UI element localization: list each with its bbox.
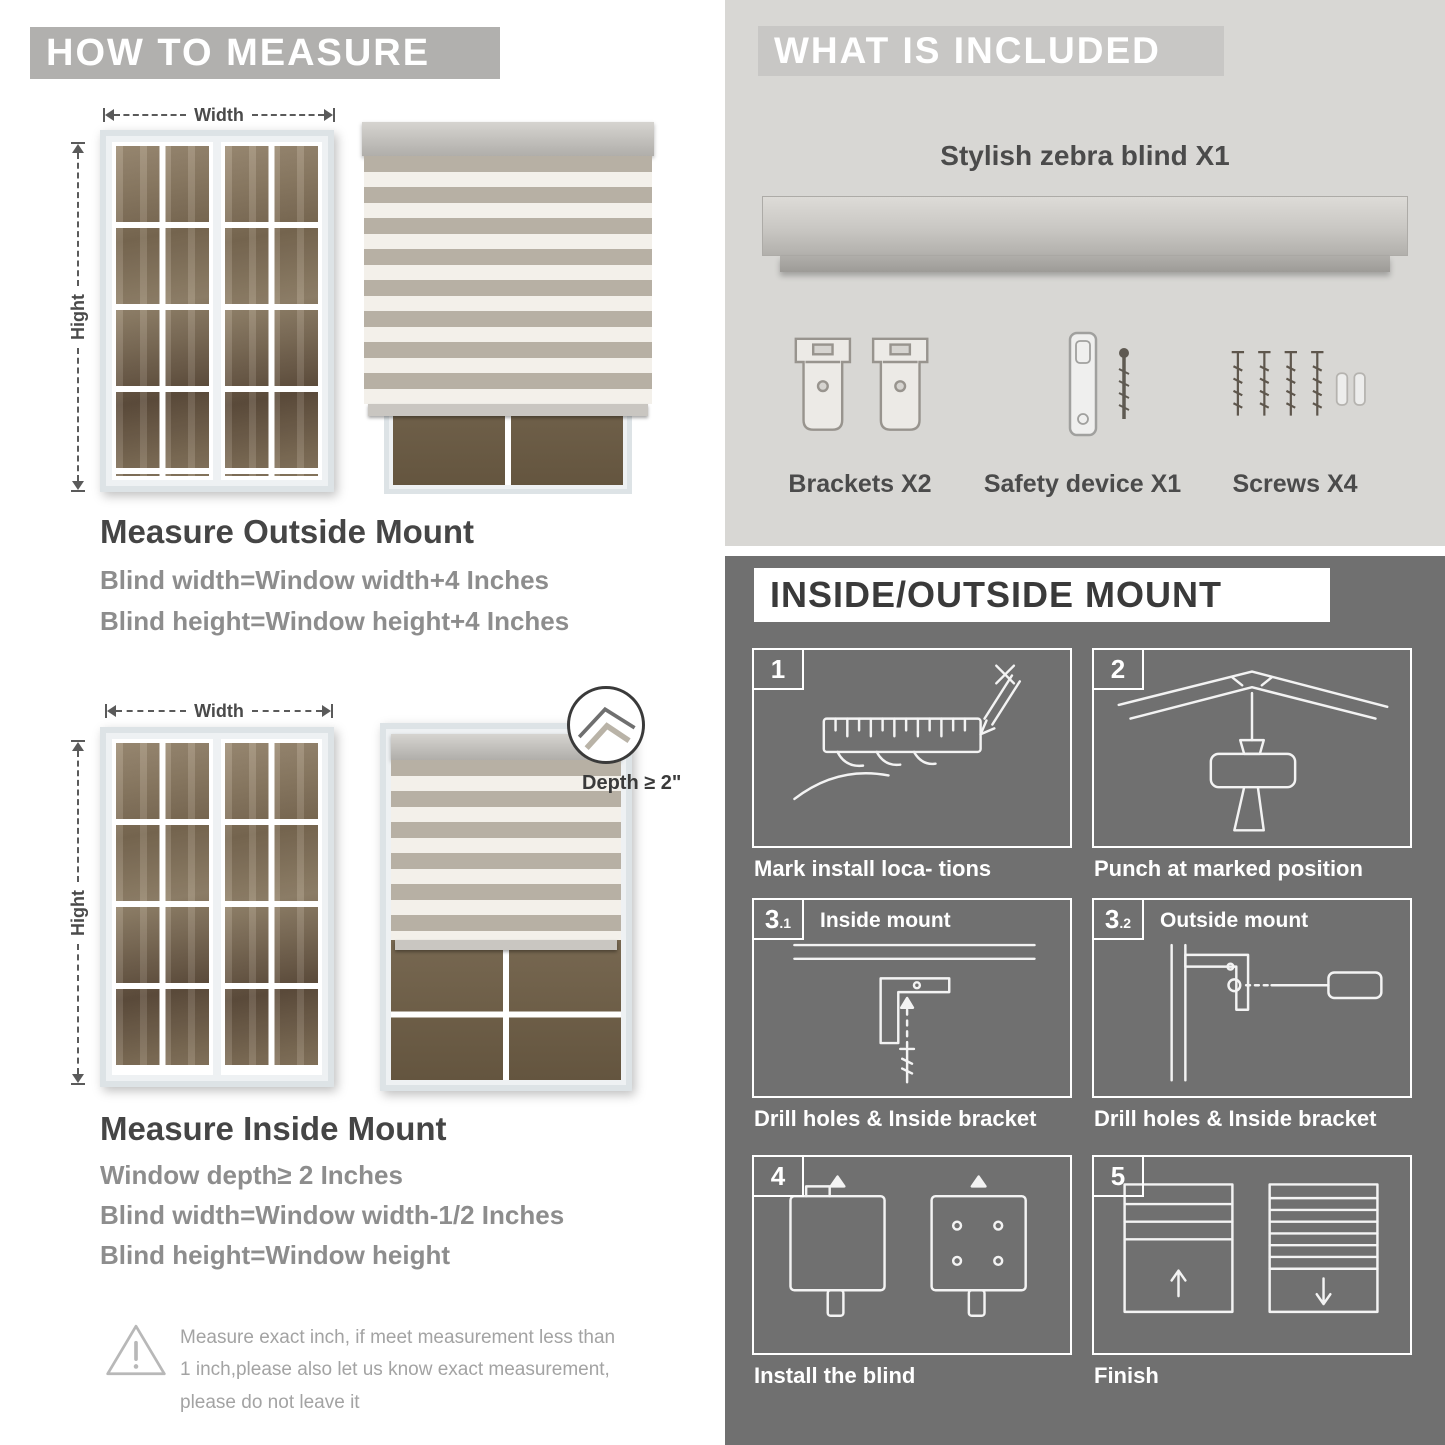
step-3-2-caption: Drill holes & Inside bracket [1094, 1106, 1377, 1131]
headrail-lip [780, 256, 1390, 272]
step-4-illustration [789, 1175, 1027, 1317]
outside-width-arrow: Width [103, 104, 336, 125]
screws-icon [1231, 350, 1366, 416]
step-2-panel: 2 [1092, 648, 1412, 848]
step-4-caption: Install the blind [754, 1363, 916, 1388]
inside-height-arrow: Hight [67, 740, 88, 1086]
inside-height-label: Hight [67, 889, 88, 936]
outside-mount-title: Measure Outside Mount [100, 513, 475, 550]
depth-label: Depth ≥ 2" [582, 772, 682, 794]
safety-device-icon [1068, 331, 1130, 437]
inside-formula-width: Blind width=Window width-1/2 Inches [100, 1200, 565, 1230]
inside-formula-depth: Window depth≥ 2 Inches [100, 1160, 403, 1190]
blind-product-label: Stylish zebra blind X1 [940, 140, 1230, 171]
inside-mount-title: Measure Inside Mount [100, 1110, 447, 1147]
outside-height-label: Hight [67, 294, 88, 340]
inside-blind-illustration [380, 723, 632, 1091]
zebra-stripes [391, 760, 621, 940]
step-5-illustration [1123, 1183, 1379, 1314]
step-1-illustration [793, 664, 1022, 801]
how-to-measure-header: HOW TO MEASURE [30, 27, 500, 79]
step-3-2-title: Outside mount [1160, 909, 1309, 932]
step-number: 1 [754, 650, 804, 690]
what-is-included-header: WHAT IS INCLUDED [758, 26, 1224, 76]
step-3-1-title: Inside mount [820, 909, 951, 932]
depth-callout-circle [567, 686, 645, 764]
brackets-icon [794, 337, 929, 431]
outside-formula-width: Blind width=Window width+4 Inches [100, 565, 549, 595]
step-5-caption: Finish [1094, 1363, 1159, 1388]
mount-header: INSIDE/OUTSIDE MOUNT [754, 568, 1330, 622]
window-sash-left [112, 142, 213, 480]
brackets-label: Brackets X2 [788, 470, 932, 498]
outside-width-label: Width [194, 104, 244, 125]
step-number: 5 [1094, 1157, 1144, 1197]
corner-zoom-icon [577, 706, 636, 750]
step-number: 3.2 [1094, 900, 1144, 940]
step-3-2-panel: 3.2 Outside mount [1092, 898, 1412, 1098]
step-1-caption: Mark install loca- tions [754, 856, 992, 881]
step-1-panel: 1 [752, 648, 1072, 848]
warning-icon [106, 1324, 166, 1376]
included-section [725, 0, 1445, 546]
blind-bottom-rail [368, 404, 648, 416]
inside-width-label: Width [194, 700, 244, 721]
safety-device-label: Safety device X1 [983, 470, 1182, 498]
outside-height-arrow: Hight [67, 142, 88, 493]
mount-section [725, 556, 1445, 1445]
inside-formula-height: Blind height=Window height [100, 1240, 450, 1270]
window-sash-right [221, 739, 322, 1075]
measure-note: Measure exact inch, if meet measurement … [180, 1327, 616, 1413]
step-4-panel: 4 [752, 1155, 1072, 1355]
inside-window-illustration [100, 727, 334, 1087]
blind-bottom-rail [395, 940, 617, 950]
step-3-2-illustration [1170, 943, 1383, 1082]
step-2-caption: Punch at marked position [1094, 856, 1363, 881]
step-number: 4 [754, 1157, 804, 1197]
outside-formula-height: Blind height=Window height+4 Inches [100, 606, 570, 636]
blind-headrail [362, 122, 654, 156]
outside-window-illustration [100, 130, 334, 492]
screws-label: Screws X4 [1232, 470, 1358, 498]
headrail-product-image [762, 196, 1408, 256]
step-2-illustration [1117, 670, 1389, 832]
window-sash-left [112, 739, 213, 1075]
zebra-stripes [364, 156, 652, 404]
inside-width-arrow: Width [105, 700, 334, 721]
step-3-1-caption: Drill holes & Inside bracket [754, 1106, 1037, 1131]
outside-blind-illustration [362, 122, 654, 494]
step-number: 3.1 [754, 900, 804, 940]
step-3-1-panel: 3.1 Inside mount [752, 898, 1072, 1098]
step-number: 2 [1094, 650, 1144, 690]
step-3-1-illustration [793, 943, 1036, 1084]
window-sash-right [221, 142, 322, 480]
step-5-panel: 5 [1092, 1155, 1412, 1355]
